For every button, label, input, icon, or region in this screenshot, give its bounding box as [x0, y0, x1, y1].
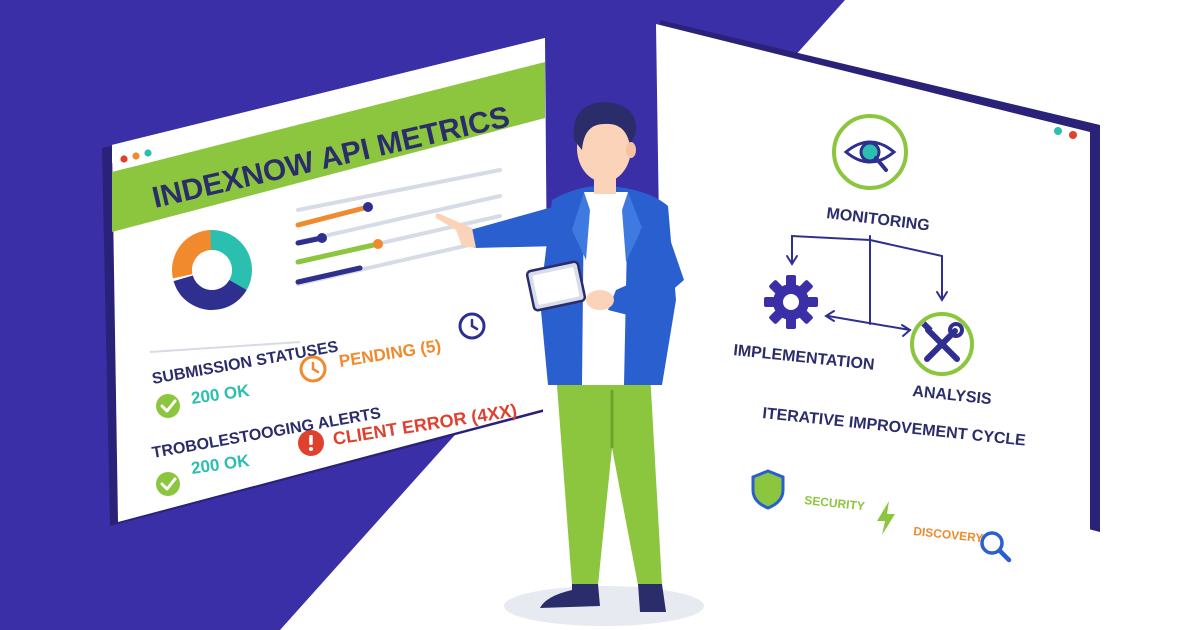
presenter-shoe-right: [638, 584, 666, 612]
presenter-figure: [435, 102, 704, 626]
metrics-slider-lines: [295, 168, 502, 286]
presenter-lapel-left: [572, 192, 590, 260]
presenter-shirt: [582, 192, 628, 385]
tablet-device: [525, 260, 587, 312]
window-dot-red: [120, 155, 128, 163]
window-dot-teal: [144, 149, 152, 157]
magnifier-icon: [980, 531, 1012, 563]
presenter-ear: [626, 142, 636, 158]
presenter-tablet-hand: [586, 290, 614, 310]
gear-icon: [764, 275, 818, 329]
tools-icon: [910, 312, 974, 376]
check-icon-alerts: [156, 472, 180, 496]
lightning-icon: [877, 501, 895, 535]
error-icon: [298, 430, 324, 456]
clock-icon: [458, 312, 486, 340]
window-dot-orange: [132, 152, 140, 160]
improvement-cycle-window: MONITORING: [656, 20, 1100, 563]
window-dot-teal-right: [1054, 127, 1062, 135]
cycle-window-panel: [656, 24, 1090, 530]
presenter-shoe-left: [540, 584, 600, 608]
check-icon: [156, 394, 180, 418]
metrics-window-titlebar: [112, 38, 545, 163]
presenter-pointing-hand: [435, 213, 476, 248]
eye-search-icon: [832, 114, 908, 190]
presenter-lapel-right: [622, 192, 642, 262]
presenter-pointing-arm: [470, 206, 560, 248]
metrics-divider: [149, 341, 301, 353]
metrics-window: INDEXNOW API METRICS: [102, 38, 548, 526]
window-dot-red-right: [1069, 131, 1077, 139]
presenter-hair: [573, 102, 637, 150]
pending-clock-icon: [299, 355, 327, 383]
presenter-trousers: [556, 372, 662, 585]
shield-icon: [751, 469, 785, 510]
metrics-header-band: [112, 62, 545, 232]
presenter-tablet-arm: [608, 210, 684, 318]
cycle-connectors: [786, 234, 948, 337]
security-tag: SECURITY: [804, 493, 866, 513]
presenter-face: [577, 114, 631, 182]
floor-shadow: [504, 586, 704, 626]
